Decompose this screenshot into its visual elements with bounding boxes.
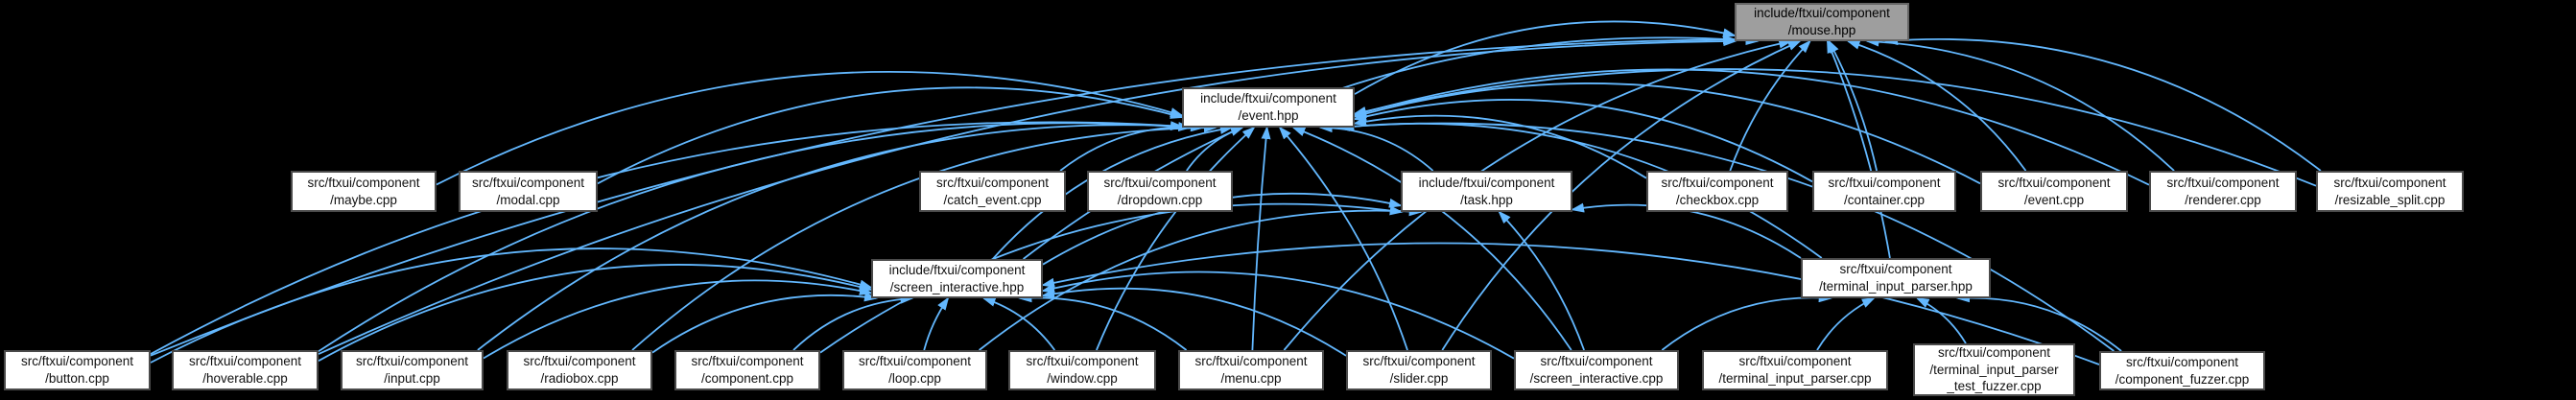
edge-component_fuzzer_cpp-to-event_hpp [1335,122,2115,352]
edge-component_cpp-to-screen_interactive_hpp [792,294,914,351]
edge-container_cpp-to-mouse_hpp [1828,39,1878,172]
edge-screen_interactive_cpp-to-task_hpp [1498,210,1585,351]
edge-loop_cpp-to-task_hpp [979,206,1423,351]
edge-slider_cpp-to-event_hpp [1278,126,1408,351]
node-component_cpp[interactable]: src/ftxui/component /component.cpp [674,350,820,390]
node-loop_cpp[interactable]: src/ftxui/component /loop.cpp [842,350,987,390]
edge-radiobox_cpp-to-screen_interactive_hpp [651,292,878,354]
edge-menu_cpp-to-screen_interactive_hpp [1018,293,1188,351]
node-terminal_input_parser_cpp[interactable]: src/ftxui/component /terminal_input_pars… [1702,350,1888,390]
edge-button_cpp-to-screen_interactive_hpp [150,247,873,364]
edge-radiobox_cpp-to-event_hpp [631,123,1217,351]
edge-screen_interactive_cpp-to-event_hpp [1291,127,1572,351]
edge-menu_cpp-to-mouse_hpp [1283,38,1793,351]
node-component_fuzzer_cpp[interactable]: src/ftxui/component /component_fuzzer.cp… [2099,351,2265,390]
edge-event_hpp-to-mouse_hpp [1354,20,1737,95]
edge-modal_cpp-to-event_hpp [597,86,1184,185]
node-terminal_input_parser_hpp[interactable]: src/ftxui/component /terminal_input_pars… [1801,258,1991,298]
node-terminal_input_parser_test_fuzzer_cpp[interactable]: src/ftxui/component /terminal_input_pars… [1913,343,2075,396]
node-renderer_cpp[interactable]: src/ftxui/component /renderer.cpp [2149,171,2297,212]
node-window_cpp[interactable]: src/ftxui/component /window.cpp [1008,350,1156,390]
node-task_hpp[interactable]: include/ftxui/component /task.hpp [1401,171,1572,212]
node-mouse_hpp[interactable]: include/ftxui/component /mouse.hpp [1735,3,1909,41]
node-maybe_cpp[interactable]: src/ftxui/component /maybe.cpp [291,171,437,212]
edge-renderer_cpp-to-event_hpp [1353,68,2150,186]
edge-window_cpp-to-screen_interactive_hpp [981,297,1056,351]
edge-loop_cpp-to-screen_interactive_hpp [923,296,950,351]
edge-renderer_cpp-to-mouse_hpp [1865,36,2175,172]
edge-resizable_split_cpp-to-event_hpp [1353,68,2317,187]
edge-slider_cpp-to-screen_interactive_hpp [1041,287,1347,357]
edge-catch_event_cpp-to-event_hpp [1059,122,1204,172]
edge-dropdown_cpp-to-event_hpp [1186,127,1244,172]
edge-input_cpp-to-screen_interactive_hpp [483,279,873,360]
edge-slider_cpp-to-mouse_hpp [1441,40,1802,351]
node-input_cpp[interactable]: src/ftxui/component /input.cpp [341,350,484,390]
edge-hoverable_cpp-to-event_hpp [318,122,1193,353]
node-slider_cpp[interactable]: src/ftxui/component /slider.cpp [1346,350,1492,390]
edge-event_cpp-to-event_hpp [1353,82,1981,185]
edge-component_fuzzer_cpp-to-screen_interactive_hpp [1041,242,2100,365]
edge-component_cpp-to-task_hpp [819,202,1404,354]
node-event_cpp[interactable]: src/ftxui/component /event.cpp [1980,171,2128,212]
node-checkbox_cpp[interactable]: src/ftxui/component /checkbox.cpp [1646,171,1788,212]
edge-checkbox_cpp-to-mouse_hpp [1729,39,1811,172]
node-catch_event_cpp[interactable]: src/ftxui/component /catch_event.cpp [919,171,1066,212]
edge-maybe_cpp-to-event_hpp [436,70,1184,186]
edge-task_hpp-to-event_hpp [1318,123,1434,172]
edge-event_cpp-to-mouse_hpp [1846,40,2027,172]
edge-hoverable_cpp-to-screen_interactive_hpp [318,264,873,362]
node-button_cpp[interactable]: src/ftxui/component /button.cpp [4,350,151,390]
edge-terminal_input_parser_test_fuzzer_cpp-to-terminal_input_parser_hpp [1915,297,1967,344]
node-resizable_split_cpp[interactable]: src/ftxui/component /resizable_split.cpp [2316,171,2464,212]
edge-screen_interactive_cpp-to-screen_interactive_hpp [1041,271,1515,360]
edge-button_cpp-to-mouse_hpp [150,35,1737,357]
edge-checkbox_cpp-to-event_hpp [1353,114,1647,179]
edge-terminal_input_parser_hpp-to-mouse_hpp [1826,39,1891,259]
node-screen_interactive_cpp[interactable]: src/ftxui/component /screen_interactive.… [1514,350,1679,390]
node-dropdown_cpp[interactable]: src/ftxui/component /dropdown.cpp [1087,171,1233,212]
node-modal_cpp[interactable]: src/ftxui/component /modal.cpp [459,171,598,212]
edge-menu_cpp-to-event_hpp [1251,126,1271,351]
edge-window_cpp-to-event_hpp [1096,126,1256,351]
node-event_hpp[interactable]: include/ftxui/component /event.hpp [1182,87,1355,128]
edge-terminal_input_parser_cpp-to-terminal_input_parser_hpp [1816,297,1876,351]
node-hoverable_cpp[interactable]: src/ftxui/component /hoverable.cpp [172,350,319,390]
edge-input_cpp-to-event_hpp [477,122,1205,351]
edge-screen_interactive_cpp-to-terminal_input_parser_hpp [1661,293,1832,351]
node-menu_cpp[interactable]: src/ftxui/component /menu.cpp [1178,350,1324,390]
node-radiobox_cpp[interactable]: src/ftxui/component /radiobox.cpp [507,350,652,390]
edge-container_cpp-to-event_hpp [1353,99,1813,183]
edge-resizable_split_cpp-to-mouse_hpp [1884,35,2322,172]
edge-button_cpp-to-event_hpp [150,121,1184,355]
node-screen_interactive_hpp[interactable]: include/ftxui/component /screen_interact… [871,259,1043,298]
node-container_cpp[interactable]: src/ftxui/component /container.cpp [1812,171,1956,212]
